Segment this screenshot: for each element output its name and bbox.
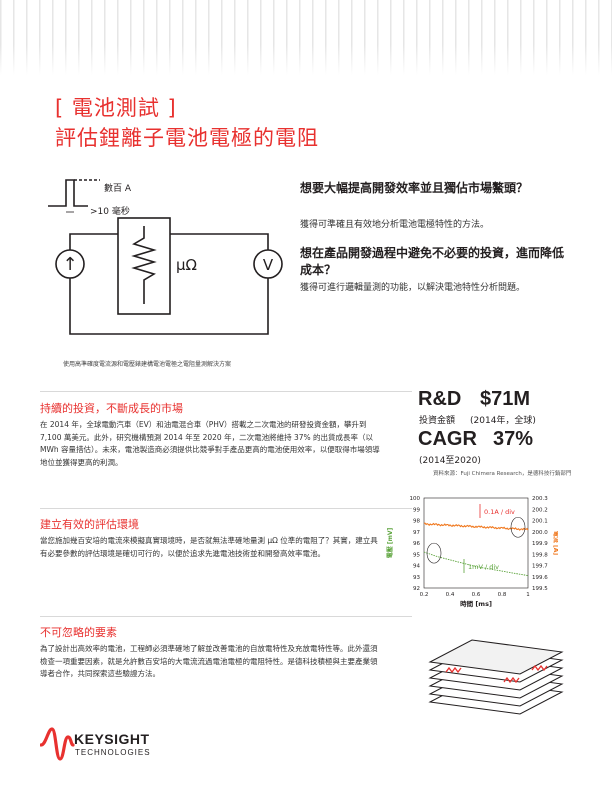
y-left-tick-label: 96: [413, 541, 420, 547]
y-left-tick-label: 99: [413, 507, 420, 513]
pulse-time-label: >10 毫秒: [90, 205, 130, 217]
x-tick-label: 0.8: [498, 592, 507, 598]
section-divider: [40, 391, 412, 392]
section-body: 為了設計出高效率的電池，工程師必須準確地了解並改善電池的自放電特性及充放電特性等…: [40, 644, 378, 678]
question-2: 想在產品開發過程中避免不必要的投資，進而降低成本？: [300, 246, 565, 277]
resistor-mark-icon: [531, 664, 548, 672]
y-left-tick-label: 100: [410, 496, 421, 502]
rd-value: $71M: [480, 388, 531, 410]
y-right-tick-label: 200.2: [532, 507, 548, 513]
current-div-annotation: 0.1A / div: [484, 508, 515, 516]
section-heading: 建立有效的評估環境: [40, 518, 139, 531]
circuit-diagram: ↑ V 數百 A >10 毫秒 µΩ: [48, 179, 283, 335]
section-heading: 持續的投資，不斷成長的市場: [40, 402, 183, 415]
voltage-div-annotation: 1mV / div: [468, 563, 499, 571]
electrode-top: [428, 639, 564, 675]
section-divider: [40, 616, 412, 617]
circuit-loop: [69, 233, 269, 335]
x-tick-label: 1: [526, 592, 530, 598]
rd-sub-label: 投資金額: [419, 416, 456, 426]
keysight-logo-icon: [40, 727, 75, 761]
y-left-tick-label: 94: [413, 564, 420, 570]
answer-2: 獲得可進行邏輯量測的功能，以解決電池特性分析問題。: [300, 283, 526, 293]
page-category: [ 電池測試 ]: [55, 96, 177, 120]
y-right-tick-label: 199.7: [532, 564, 548, 570]
question-1: 想要大幅提高開發效率並且獨佔市場鰲頭？: [300, 181, 529, 195]
y-right-tick-label: 199.6: [532, 575, 548, 581]
y-left-axis-label: 電壓 [mV]: [386, 528, 394, 559]
y-right-tick-label: 200.3: [532, 496, 548, 502]
section-divider: [40, 508, 412, 509]
pulse-waveform: [48, 179, 88, 207]
header-stripes: [0, 0, 612, 75]
y-left-tick-label: 92: [413, 586, 420, 592]
voltage-highlight-ellipse: [426, 542, 442, 564]
resistor-mark-icon: [445, 666, 462, 674]
cagr-period: (2014至2020): [419, 456, 481, 466]
logo-wordmark: KEYSIGHT: [74, 731, 150, 747]
x-tick-label: 0.4: [446, 592, 455, 598]
resistor-mark-icon: [503, 676, 520, 684]
current-source-icon: [55, 249, 85, 279]
pulse-current-label: 數百 A: [104, 182, 132, 194]
x-tick-label: 0.2: [420, 592, 429, 598]
cagr-value: 37%: [493, 428, 534, 450]
section-body: 在 2014 年，全球電動汽車（EV）和油電混合車（PHV）搭載之二次電池的研發…: [40, 420, 380, 467]
current-series-line: [423, 522, 529, 531]
current-highlight-ellipse: [510, 516, 526, 538]
battery-electrode-illustration: [428, 639, 564, 715]
page-title: 評估鋰離子電池電極的電阻: [55, 126, 319, 150]
current-source-arrow: ↑: [62, 254, 77, 275]
resistor-symbol: [131, 226, 157, 304]
y-left-tick-label: 93: [413, 575, 420, 581]
y-right-axis-label: 電流 [A]: [552, 531, 558, 555]
voltage-current-chart: 100 99 98 97 96 95 94 93 92 200.3 200.2 200.1 200.0 1…: [386, 496, 558, 608]
x-tick-label: 0.6: [472, 592, 481, 598]
diagram-caption: 使用高準確度電流源和電壓錶建構電池電極之電阻量測解決方案: [63, 361, 232, 368]
voltmeter-icon: [253, 249, 283, 279]
section-body: 當您施加幾百安培的電流來模擬真實環境時，是否就無法準確地量測 µΩ 位準的電阻了…: [40, 536, 378, 558]
rd-sub-region: (2014年，全球): [470, 416, 536, 426]
y-left-tick-label: 95: [413, 552, 420, 558]
y-right-tick-label: 199.5: [532, 586, 548, 592]
y-right-tick-label: 200.1: [532, 519, 548, 525]
voltmeter-label: V: [263, 256, 274, 274]
logo-subtitle: TECHNOLOGIES: [75, 748, 151, 757]
stats-source: 資料來源：Fuji Chimera Research，是德科技行銷部門: [433, 471, 572, 477]
cagr-label: CAGR: [418, 428, 477, 450]
rd-label: R&D: [418, 388, 462, 410]
y-right-tick-label: 199.8: [532, 552, 548, 558]
y-left-tick-label: 97: [413, 530, 420, 536]
resistance-label: µΩ: [176, 256, 197, 274]
section-heading: 不可忽略的要素: [40, 626, 117, 639]
voltage-series-line: [423, 551, 529, 577]
plot-frame: [423, 497, 529, 589]
x-axis-label: 時間 [ms]: [460, 599, 492, 608]
answer-1: 獲得可準確且有效地分析電池電極特性的方法。: [300, 220, 490, 230]
y-right-tick-label: 200.0: [532, 530, 548, 536]
y-right-tick-label: 199.9: [532, 541, 548, 547]
y-left-tick-label: 98: [413, 519, 420, 525]
